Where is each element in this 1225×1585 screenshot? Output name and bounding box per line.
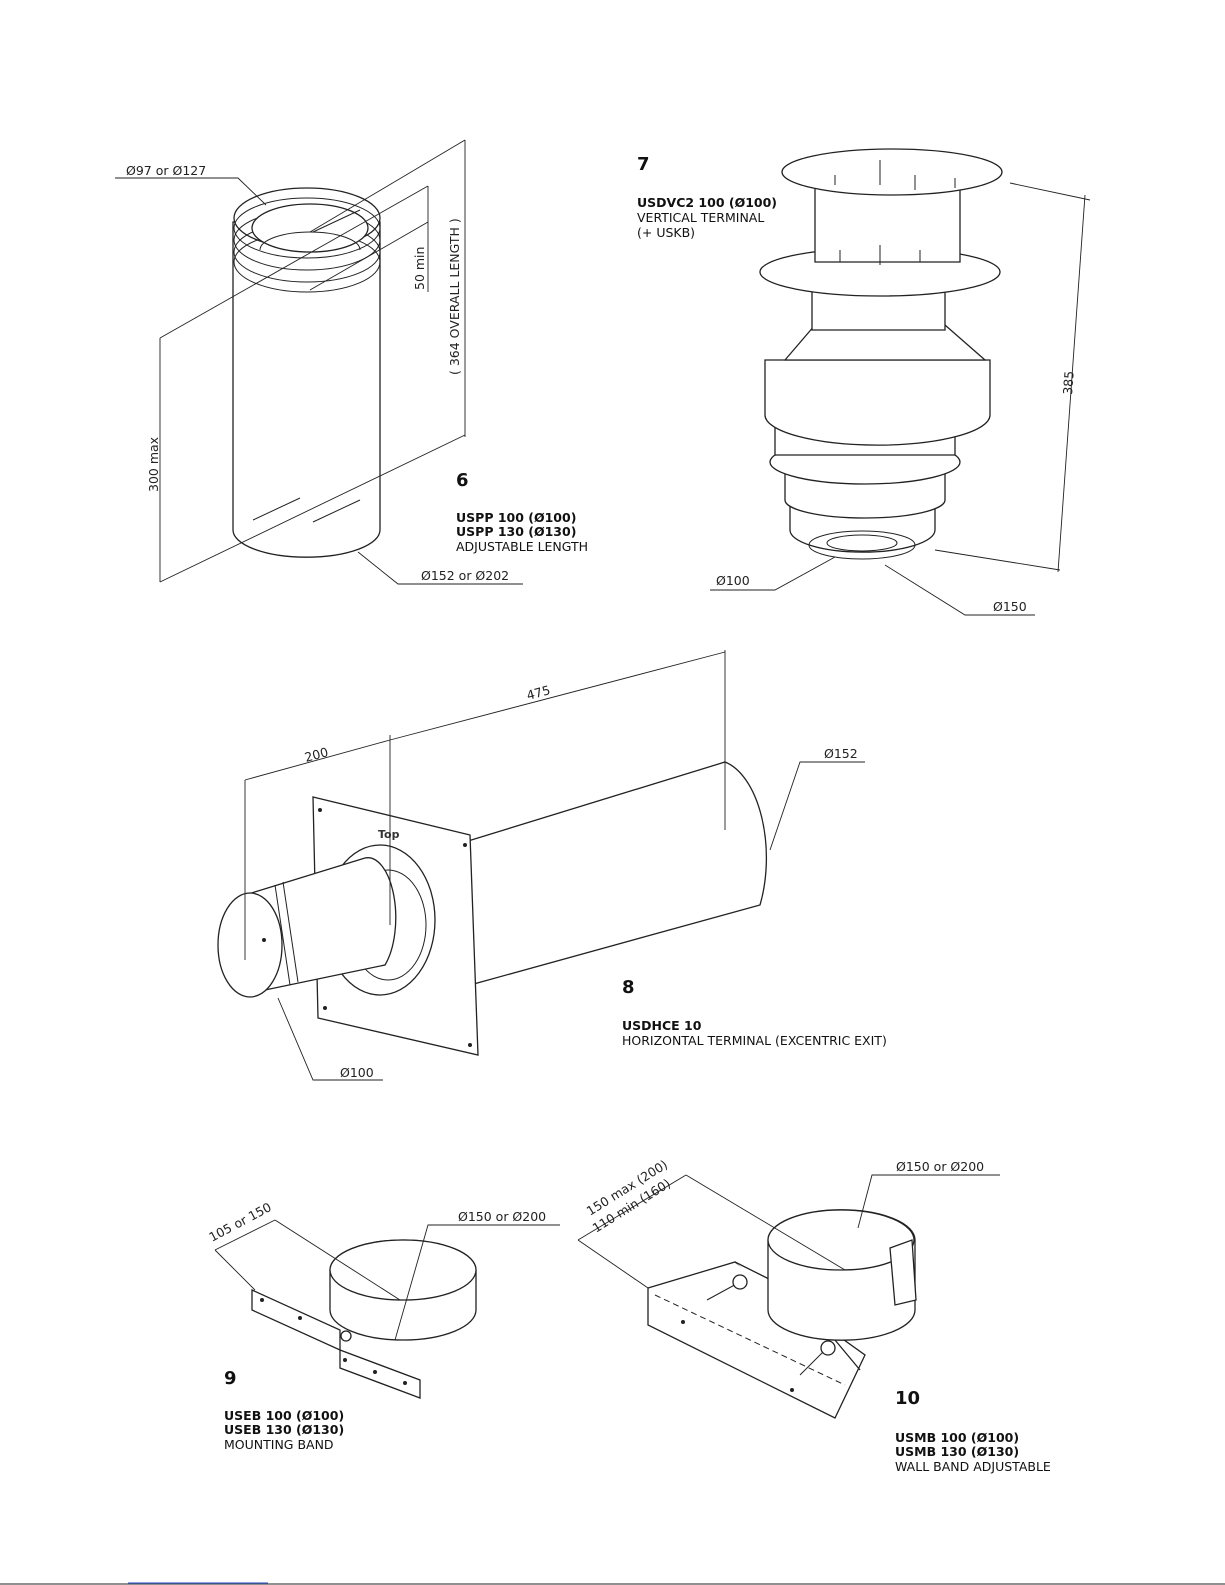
part-10-code-2: USMB 130 (Ø130) (895, 1444, 1019, 1459)
part-10-label: 10 USMB 100 (Ø100) USMB 130 (Ø130) WALL … (895, 1388, 1051, 1474)
part-6-socket-label: 50 min (412, 247, 427, 290)
part-6-code-1: USPP 100 (Ø100) (456, 510, 576, 525)
part-10-diameter-label: Ø150 or Ø200 (896, 1159, 984, 1174)
part-9-number: 9 (224, 1368, 237, 1389)
part-8-description: HORIZONTAL TERMINAL (EXCENTRIC EXIT) (622, 1033, 887, 1048)
part-7-height-label: 385 (1060, 370, 1077, 395)
part-6-top-diameter-label: Ø97 or Ø127 (126, 163, 206, 178)
part-7-number: 7 (637, 154, 650, 175)
part-6-max-label: 300 max (146, 437, 161, 492)
part-8-code: USDHCE 10 (622, 1018, 702, 1033)
part-7-accessory: (+ USKB) (637, 225, 695, 240)
part-8-total-label: 475 (525, 682, 552, 703)
part-8-label: 8 USDHCE 10 HORIZONTAL TERMINAL (EXCENTR… (622, 977, 887, 1048)
part-6-bottom-diameter-label: Ø152 or Ø202 (421, 568, 509, 583)
part-8-outer-label: Ø152 (824, 746, 858, 761)
part-8-horizontal-terminal: Top (217, 761, 768, 1056)
part-7-inner-label: Ø100 (716, 573, 750, 588)
part-6-code-2: USPP 130 (Ø130) (456, 524, 576, 539)
part-8-front-label: 200 (303, 744, 330, 765)
part-9-label: 9 USEB 100 (Ø100) USEB 130 (Ø130) MOUNTI… (224, 1368, 344, 1452)
part-9-code-2: USEB 130 (Ø130) (224, 1422, 344, 1437)
part-6-number: 6 (456, 470, 469, 491)
part-6-description: ADJUSTABLE LENGTH (456, 539, 588, 554)
part-6-label: 6 USPP 100 (Ø100) USPP 130 (Ø130) ADJUST… (456, 470, 588, 554)
part-10-code-1: USMB 100 (Ø100) (895, 1430, 1019, 1445)
part-7-outer-label: Ø150 (993, 599, 1027, 614)
part-9-mounting-band (251, 1239, 477, 1399)
part-8-dimensions: 200 475 Ø152 Ø100 (244, 650, 865, 1081)
part-10-number: 10 (895, 1388, 920, 1409)
part-6-pipe (232, 187, 381, 558)
part-10-description: WALL BAND ADJUSTABLE (895, 1459, 1051, 1474)
part-8-plate-mark: Top (378, 828, 400, 841)
part-7-label: 7 USDVC2 100 (Ø100) VERTICAL TERMINAL (+… (637, 154, 777, 240)
part-6-dimensions: Ø97 or Ø127 50 min ( 364 OVERALL LENGTH … (115, 139, 523, 585)
part-8-number: 8 (622, 977, 635, 998)
part-7-description: VERTICAL TERMINAL (637, 210, 764, 225)
part-7-code: USDVC2 100 (Ø100) (637, 195, 777, 210)
part-7-dimensions: 385 Ø100 Ø150 (710, 182, 1091, 616)
part-9-code-1: USEB 100 (Ø100) (224, 1408, 344, 1423)
part-8-inner-label: Ø100 (340, 1065, 374, 1080)
part-6-overall-label: ( 364 OVERALL LENGTH ) (447, 218, 462, 375)
part-10-wall-band (647, 1209, 917, 1419)
part-7-vertical-terminal (759, 148, 1003, 560)
part-9-description: MOUNTING BAND (224, 1437, 334, 1452)
part-9-diameter-label: Ø150 or Ø200 (458, 1209, 546, 1224)
